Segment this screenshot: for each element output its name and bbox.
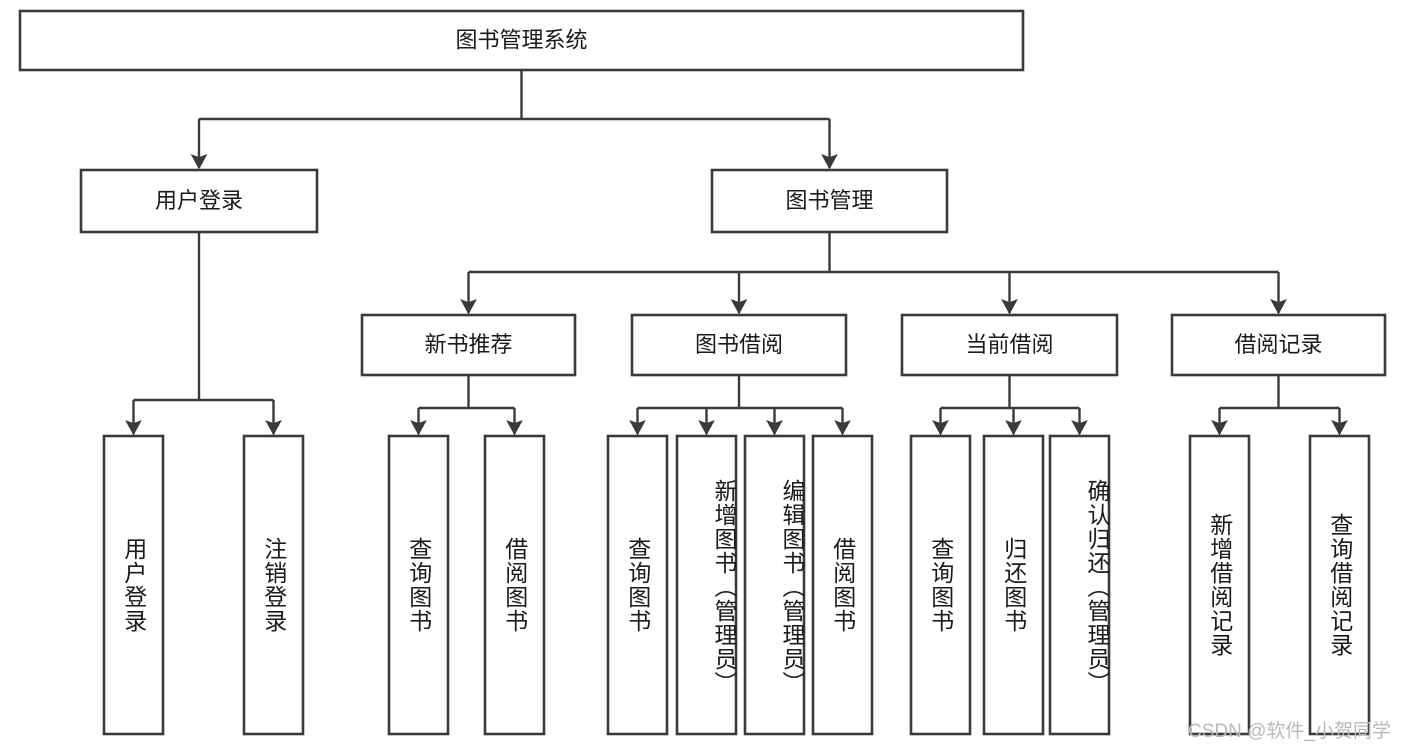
level3-borrow-record-label: 借阅记录 xyxy=(1234,332,1322,357)
leaf-add-book-node[interactable] xyxy=(675,434,738,736)
leaf-logout-node[interactable] xyxy=(242,434,305,736)
level3-new-book-recommend-label: 新书推荐 xyxy=(424,332,512,357)
root-root-node[interactable]: 图书管理系统 xyxy=(18,9,1025,72)
leaf-query-book-3-node[interactable] xyxy=(909,434,972,736)
level2-user-login-label: 用户登录 xyxy=(155,188,243,213)
leaf-edit-book-box[interactable] xyxy=(743,434,806,736)
level3-book-borrow-label: 图书借阅 xyxy=(695,332,783,357)
level2-book-manage-node[interactable]: 图书管理 xyxy=(710,168,949,234)
leaf-add-record-box[interactable] xyxy=(1188,434,1251,736)
level2-book-manage-box[interactable] xyxy=(710,168,949,234)
root-root-label: 图书管理系统 xyxy=(455,27,587,52)
leaf-user-login-node[interactable] xyxy=(102,434,165,736)
level3-book-borrow-box[interactable] xyxy=(630,313,848,377)
level3-new-book-recommend-node[interactable]: 新书推荐 xyxy=(360,313,577,377)
leaf-borrow-book-1-node[interactable] xyxy=(483,434,546,736)
level3-new-book-recommend-box[interactable] xyxy=(360,313,577,377)
connectors-layer xyxy=(125,70,1348,436)
leaf-add-book-box[interactable] xyxy=(675,434,738,736)
leaf-query-record-node[interactable] xyxy=(1308,434,1371,736)
level2-user-login-box[interactable] xyxy=(79,168,319,234)
level3-current-borrow-box[interactable] xyxy=(900,313,1119,377)
leaf-query-record-box[interactable] xyxy=(1308,434,1371,736)
level3-borrow-record-box[interactable] xyxy=(1170,313,1387,377)
leaf-query-book-1-box[interactable] xyxy=(387,434,450,736)
level2-book-manage-label: 图书管理 xyxy=(785,188,873,213)
leaf-query-book-2-box[interactable] xyxy=(606,434,669,736)
leaf-confirm-return-box[interactable] xyxy=(1048,434,1111,736)
leaf-borrow-book-2-box[interactable] xyxy=(811,434,874,736)
leaf-return-book-node[interactable] xyxy=(982,434,1045,736)
level3-current-borrow-node[interactable]: 当前借阅 xyxy=(900,313,1119,377)
level2-user-login-node[interactable]: 用户登录 xyxy=(79,168,319,234)
leaf-return-book-box[interactable] xyxy=(982,434,1045,736)
level3-borrow-record-node[interactable]: 借阅记录 xyxy=(1170,313,1387,377)
level3-book-borrow-node[interactable]: 图书借阅 xyxy=(630,313,848,377)
leaf-query-book-1-node[interactable] xyxy=(387,434,450,736)
leaf-borrow-book-1-box[interactable] xyxy=(483,434,546,736)
leaf-add-record-node[interactable] xyxy=(1188,434,1251,736)
root-root-box[interactable] xyxy=(18,9,1025,72)
leaf-borrow-book-2-node[interactable] xyxy=(811,434,874,736)
leaf-query-book-3-box[interactable] xyxy=(909,434,972,736)
level3-current-borrow-label: 当前借阅 xyxy=(965,332,1053,357)
watermark-label: CSDN @软件_小贺同学 xyxy=(1188,721,1391,742)
leaf-confirm-return-node[interactable] xyxy=(1048,434,1111,736)
leaf-user-login-box[interactable] xyxy=(102,434,165,736)
leaf-edit-book-node[interactable] xyxy=(743,434,806,736)
leaf-query-book-2-node[interactable] xyxy=(606,434,669,736)
leaf-logout-box[interactable] xyxy=(242,434,305,736)
